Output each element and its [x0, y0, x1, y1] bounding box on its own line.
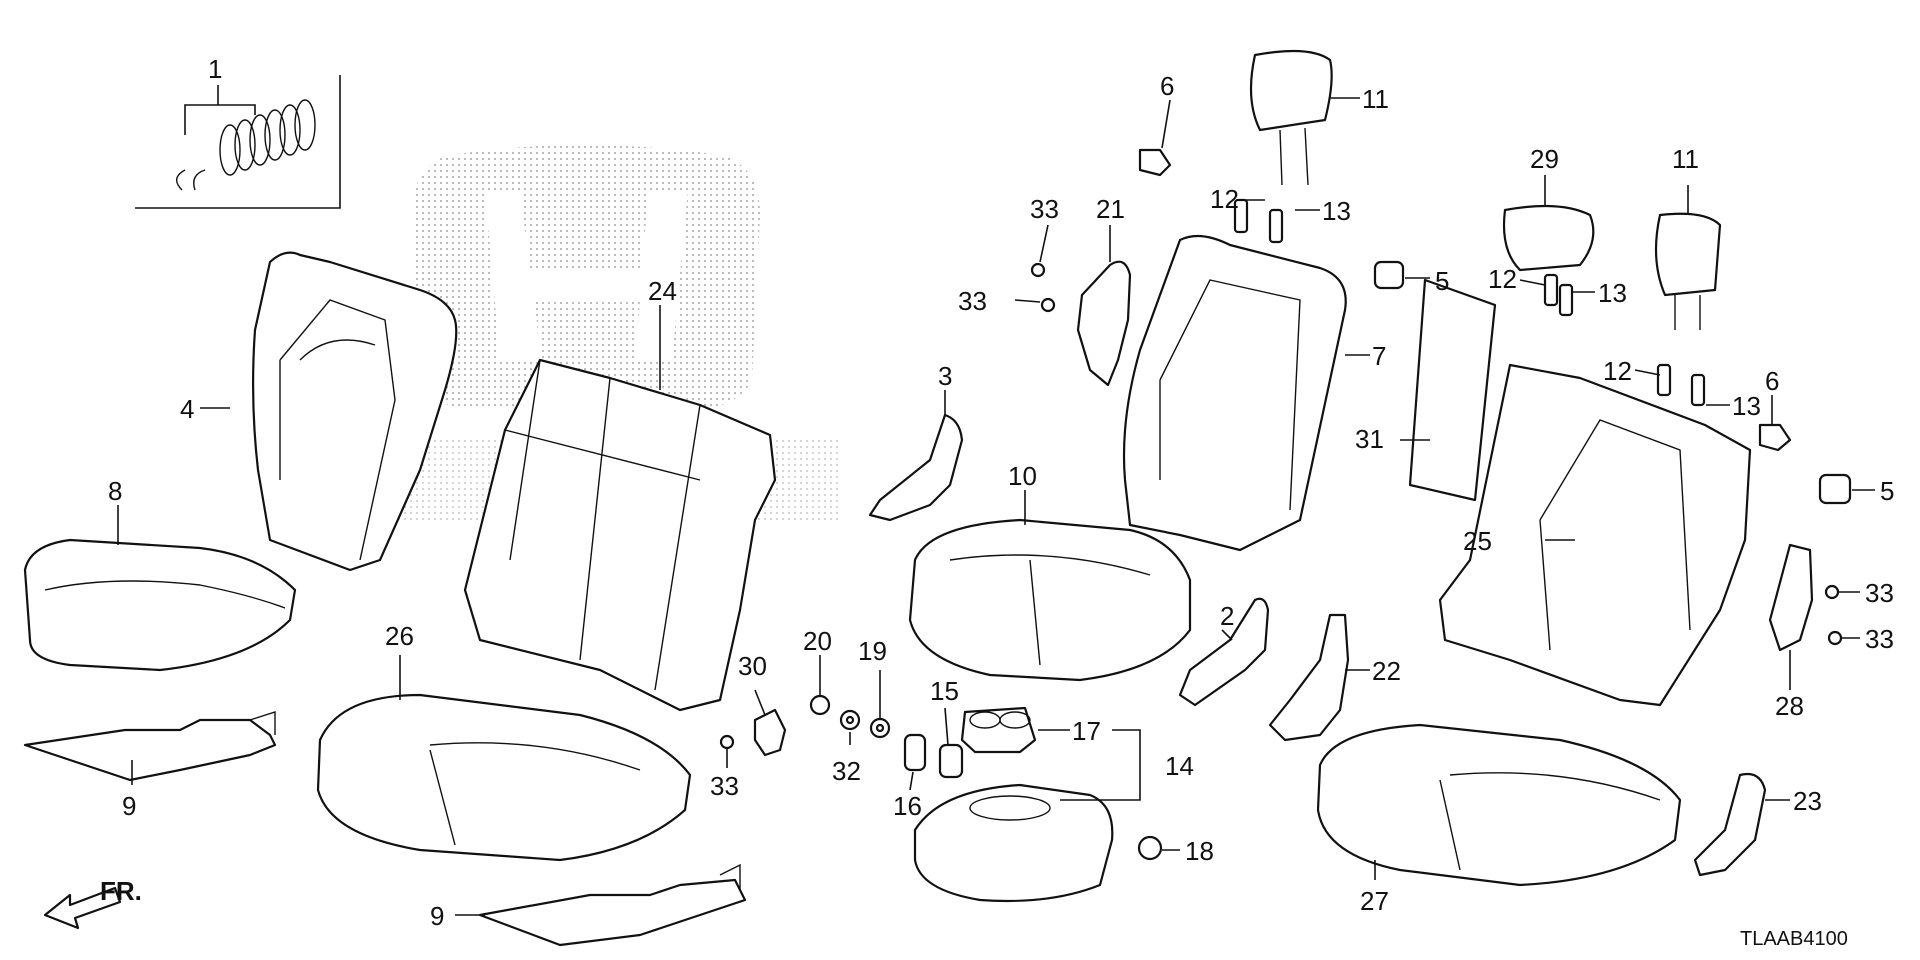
part-6-latch-cover-a[interactable]	[1138, 148, 1172, 177]
part-16-bracket[interactable]	[903, 733, 927, 772]
callout-17: 17	[1072, 716, 1101, 746]
part-14-armrest[interactable]	[913, 783, 1114, 903]
callout-33-c: 33	[1865, 578, 1894, 608]
part-22-reclining-cover[interactable]	[1268, 613, 1350, 742]
callout-5-a: 5	[1435, 266, 1449, 296]
part-30-clip[interactable]	[753, 708, 787, 757]
part-33-clip-e[interactable]	[1827, 630, 1843, 646]
callout-27: 27	[1360, 886, 1389, 916]
callout-9-b: 9	[430, 901, 444, 931]
part-26-seat-cushion-pad[interactable]	[316, 693, 692, 862]
callout-18: 18	[1185, 836, 1214, 866]
callout-30: 30	[738, 651, 767, 681]
part-12-guide-b[interactable]	[1543, 273, 1559, 307]
callout-24: 24	[648, 276, 677, 306]
callout-9-a: 9	[122, 791, 136, 821]
callout-11-b: 11	[1672, 144, 1699, 174]
part-3-hinge-cover[interactable]	[868, 413, 964, 522]
callout-33-b: 33	[958, 286, 987, 316]
callout-labels: 1 2 3 4 5 5 6 6 7 8 9 9 10 11 11 12 12 1…	[108, 54, 1894, 931]
diagram-code: TLAAB4100	[1740, 928, 1848, 950]
part-9-seat-heater-mat-upper[interactable]	[23, 711, 277, 782]
part-8-seat-cushion-cover[interactable]	[23, 538, 297, 672]
callout-15: 15	[930, 676, 959, 706]
part-29-headrest-middle[interactable]	[1502, 204, 1595, 272]
part-19-washer[interactable]	[869, 717, 891, 739]
callout-16: 16	[893, 791, 922, 821]
callout-14: 14	[1165, 751, 1194, 781]
callout-3: 3	[938, 361, 952, 391]
callout-31: 31	[1355, 424, 1384, 454]
part-18-cap[interactable]	[1137, 835, 1163, 861]
part-24-seat-back-frame[interactable]	[463, 358, 777, 712]
part-2-trim-cover[interactable]	[1178, 597, 1270, 707]
part-25-seat-back-cover[interactable]	[1438, 363, 1752, 707]
callout-1: 1	[208, 54, 222, 84]
part-10-seat-cushion[interactable]	[908, 518, 1192, 682]
part-5-knob-cover-b[interactable]	[1818, 473, 1852, 505]
part-7-seat-back-cover[interactable]	[1122, 234, 1347, 552]
part-33-clip-b[interactable]	[1030, 262, 1046, 278]
part-33-clip-c[interactable]	[1040, 297, 1056, 313]
front-direction-label: FR.	[100, 876, 142, 906]
callout-33-a: 33	[1030, 194, 1059, 224]
part-21-side-cover[interactable]	[1076, 260, 1132, 387]
part-1-spring-clip[interactable]	[135, 75, 341, 209]
part-11-headrest-b[interactable]	[1654, 212, 1722, 330]
callout-33-d: 33	[1865, 624, 1894, 654]
callout-12-b: 12	[1488, 264, 1517, 294]
callout-20: 20	[803, 626, 832, 656]
front-direction-arrow: FR.	[43, 876, 142, 930]
part-27-seat-cushion[interactable]	[1316, 723, 1682, 887]
callout-6-b: 6	[1765, 366, 1779, 396]
callout-26: 26	[385, 621, 414, 651]
part-17-cup-holder[interactable]	[960, 706, 1037, 754]
part-4-seat-back-cover[interactable]	[251, 251, 458, 572]
callout-12-c: 12	[1603, 356, 1632, 386]
callout-22: 22	[1372, 656, 1401, 686]
part-28-side-cover[interactable]	[1768, 543, 1814, 652]
callout-5-b: 5	[1880, 476, 1894, 506]
callout-13-a: 13	[1322, 196, 1351, 226]
callout-29: 29	[1530, 144, 1559, 174]
part-23-hinge-cover[interactable]	[1693, 772, 1767, 877]
part-13-guide-b[interactable]	[1558, 283, 1574, 317]
callout-12-a: 12	[1210, 184, 1239, 214]
callout-6-a: 6	[1160, 71, 1174, 101]
part-31-back-board[interactable]	[1408, 278, 1497, 502]
callout-8: 8	[108, 476, 122, 506]
part-9-seat-heater-mat-lower[interactable]	[478, 863, 747, 947]
part-12-guide-c[interactable]	[1656, 363, 1672, 397]
callout-21: 21	[1096, 194, 1125, 224]
part-13-guide-c[interactable]	[1690, 373, 1706, 407]
callout-10: 10	[1008, 461, 1037, 491]
callout-2: 2	[1220, 601, 1234, 631]
callout-33-e: 33	[710, 771, 739, 801]
callout-19: 19	[858, 636, 887, 666]
part-33-clip-a[interactable]	[719, 734, 735, 750]
callout-4: 4	[180, 394, 194, 424]
callout-23: 23	[1793, 786, 1822, 816]
callout-25: 25	[1463, 526, 1492, 556]
part-33-clip-d[interactable]	[1824, 584, 1840, 600]
part-11-headrest-a[interactable]	[1249, 49, 1333, 186]
callout-7: 7	[1372, 341, 1386, 371]
part-20-bolt[interactable]	[809, 694, 831, 716]
part-6-latch-cover-b[interactable]	[1758, 423, 1792, 452]
callout-28: 28	[1775, 691, 1804, 721]
callout-11-a: 11	[1362, 84, 1389, 114]
leader-lines	[117, 97, 1875, 916]
callout-13-c: 13	[1732, 391, 1761, 421]
part-5-knob-cover-a[interactable]	[1373, 260, 1405, 290]
callout-13-b: 13	[1598, 278, 1627, 308]
part-13-guide-a[interactable]	[1268, 208, 1284, 244]
callout-32: 32	[832, 756, 861, 786]
part-15-bracket[interactable]	[938, 743, 964, 779]
part-32-washer[interactable]	[839, 709, 861, 731]
